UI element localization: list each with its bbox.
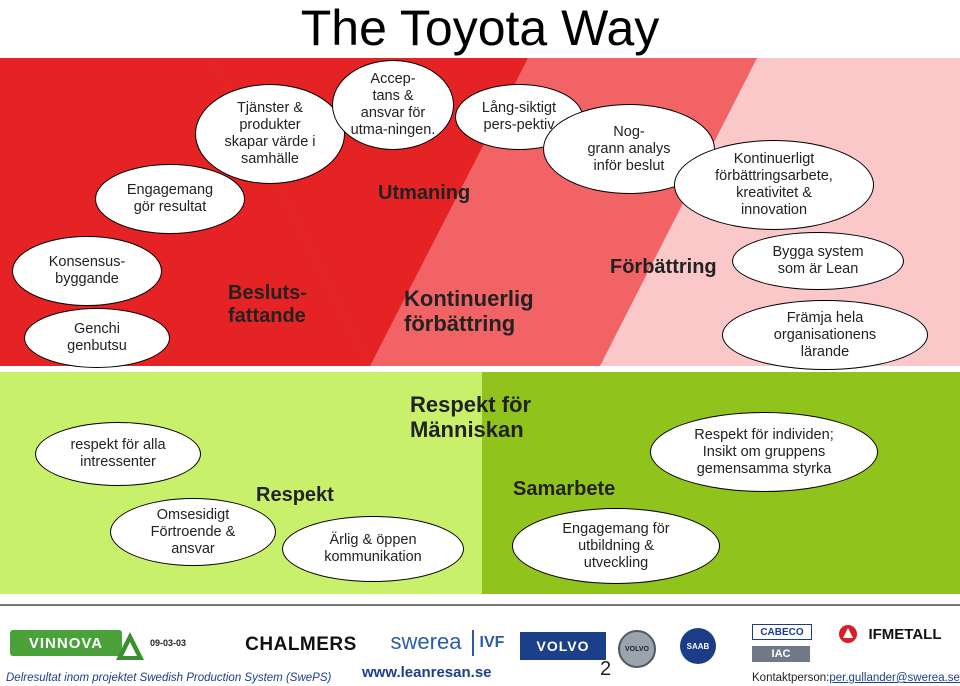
challenge-bubble: Tjänster & produkter skapar värde i samh…: [195, 84, 345, 184]
challenge-bubble: Kontinuerligt förbättringsarbete, kreati…: [674, 140, 874, 230]
saab-logo: SAAB: [680, 628, 716, 664]
teamwork-label: Samarbete: [513, 478, 616, 500]
improvement-label: Förbättring: [610, 256, 717, 278]
iac-logo: IAC: [752, 646, 810, 662]
footer-contact: Kontaktperson:per.gullander@swerea.se: [752, 672, 960, 684]
footer-divider: [0, 604, 960, 606]
challenge-label: Utmaning: [378, 182, 471, 204]
ivf-logo: IVF: [472, 630, 510, 656]
chalmers-logo: CHALMERS: [245, 634, 357, 655]
challenge-bubble: Accep- tans & ansvar för utma-ningen.: [332, 60, 454, 150]
respect-bubble: respekt för alla intressenter: [35, 422, 201, 486]
right-bubble: Främja hela organisationens lärande: [722, 300, 928, 370]
page-number: 2: [600, 658, 612, 680]
triangle-logo-icon: [116, 632, 144, 660]
respect-bubble: Respekt för individen; Insikt om gruppen…: [650, 412, 878, 492]
swerea-logo: swerea: [390, 629, 462, 654]
footer-website[interactable]: www.leanresan.se: [362, 664, 492, 681]
cabeco-logo: CABECO: [752, 624, 812, 640]
vinnova-logo: VINNOVA: [10, 630, 122, 656]
volvo-badge-logo: VOLVO: [618, 630, 656, 668]
respect-label: Respekt: [256, 484, 334, 506]
decision-label: Besluts- fattande: [228, 282, 307, 327]
ifmetall-emblem-icon: [839, 625, 857, 643]
contact-email[interactable]: per.gullander@swerea.se: [829, 672, 960, 684]
challenge-bubble: Engagemang gör resultat: [95, 164, 245, 234]
left-bubble: Genchi genbutsu: [24, 308, 170, 368]
footer-date: 09-03-03: [150, 638, 187, 648]
page-title: The Toyota Way: [300, 0, 660, 56]
respect-bubble: Engagemang för utbildning & utveckling: [512, 508, 720, 584]
volvo-logo: VOLVO: [520, 632, 606, 660]
continuous-improvement-label: Kontinuerlig förbättring: [404, 286, 534, 337]
contact-label: Kontaktperson:: [752, 672, 830, 684]
ifmetall-logo: IFMETALL: [868, 625, 942, 643]
left-bubble: Konsensus- byggande: [12, 236, 162, 306]
respect-bubble: Ärlig & öppen kommunikation: [282, 516, 464, 582]
footer-project: Delresultat inom projektet Swedish Produ…: [6, 672, 332, 684]
respect-for-people-label: Respekt för Människan: [410, 392, 532, 443]
respect-bubble: Omsesidigt Förtroende & ansvar: [110, 498, 276, 566]
right-bubble: Bygga system som är Lean: [732, 232, 904, 290]
